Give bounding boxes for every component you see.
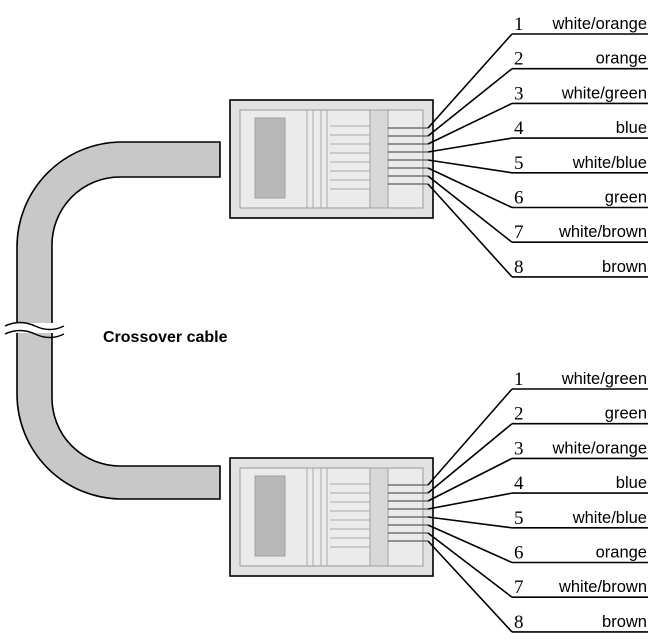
pin-color-label: white/green bbox=[561, 370, 647, 388]
plug-latch bbox=[254, 475, 286, 557]
pin-lead-wire bbox=[427, 516, 513, 529]
pin-color-label: white/brown bbox=[558, 223, 647, 241]
pin-color-label: white/orange bbox=[552, 15, 647, 33]
pin-lead-wire bbox=[427, 159, 513, 174]
connector-top: 1 white/orange 2 orange 3 white/green 4 blue 5 wh… bbox=[229, 14, 648, 278]
diagram-caption: Crossover cable bbox=[103, 329, 228, 346]
pin-lead-wire bbox=[427, 423, 513, 494]
plug-latch bbox=[254, 117, 286, 199]
pin-color-label: green bbox=[605, 189, 647, 207]
pin-color-label: white/blue bbox=[572, 154, 647, 172]
pin-number: 4 bbox=[514, 473, 524, 494]
cable-break-mark bbox=[4, 321, 65, 339]
plug-contact-block bbox=[369, 109, 389, 209]
plug-contact-block bbox=[369, 467, 389, 567]
pin-number: 5 bbox=[514, 153, 524, 174]
pin-color-label: brown bbox=[602, 258, 647, 276]
pin-lead-wire bbox=[427, 175, 513, 243]
pin-lead-wire bbox=[427, 540, 513, 633]
pin-number: 1 bbox=[514, 369, 524, 390]
pin-number: 6 bbox=[514, 543, 524, 564]
pin-number: 3 bbox=[514, 83, 524, 104]
pin-number: 4 bbox=[514, 118, 524, 139]
cable-jacket bbox=[16, 141, 221, 500]
pin-color-label: blue bbox=[616, 119, 647, 137]
pin-color-label: orange bbox=[596, 50, 647, 68]
pin-number: 7 bbox=[514, 222, 524, 243]
pin-color-label: brown bbox=[602, 613, 647, 631]
pin-lead-wire bbox=[427, 457, 513, 502]
pin-number: 3 bbox=[514, 438, 524, 459]
pin-color-label: white/orange bbox=[552, 439, 647, 457]
pin-color-label: white/blue bbox=[572, 509, 647, 527]
pin-color-label: blue bbox=[616, 474, 647, 492]
pin-lead-wire bbox=[427, 532, 513, 598]
pin-number: 6 bbox=[514, 188, 524, 209]
pin-lead-wire bbox=[427, 102, 513, 145]
pin-lead-wire bbox=[427, 524, 513, 564]
pin-lead-wire bbox=[427, 388, 513, 486]
pin-lead-wire bbox=[427, 137, 513, 153]
pin-lead-wire bbox=[427, 167, 513, 209]
pin-number: 7 bbox=[514, 577, 524, 598]
pin-lead-wire bbox=[427, 492, 513, 510]
pin-lead-wire bbox=[427, 183, 513, 278]
pin-number: 8 bbox=[514, 612, 524, 633]
pin-number: 8 bbox=[514, 257, 524, 278]
pin-color-label: white/brown bbox=[558, 578, 647, 596]
pin-number: 2 bbox=[514, 49, 524, 70]
pin-lead-wire bbox=[427, 68, 513, 137]
pin-color-label: green bbox=[605, 405, 647, 423]
connector-bottom: 1 white/green 2 green 3 white/orange 4 blue 5 whi… bbox=[229, 369, 648, 633]
pin-color-label: white/green bbox=[561, 84, 647, 102]
pin-color-label: orange bbox=[596, 544, 647, 562]
pin-number: 2 bbox=[514, 404, 524, 425]
pin-number: 5 bbox=[514, 508, 524, 529]
pin-lead-wire bbox=[427, 33, 513, 129]
pin-number: 1 bbox=[514, 14, 524, 35]
